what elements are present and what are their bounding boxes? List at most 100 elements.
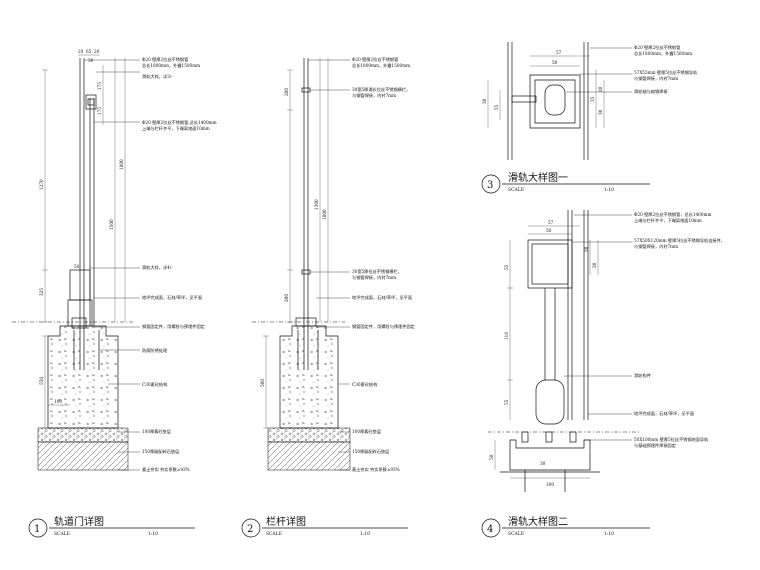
dim-label: 50 (74, 264, 80, 269)
dim-label: 55 (494, 104, 499, 110)
note: 57X55mm 壁厚5拉丝不锈钢导轨 (634, 69, 698, 76)
dim-label: 200 (284, 294, 289, 302)
note: 50X100mm 壁厚5拉丝不锈钢地面导轨 (634, 436, 709, 443)
note: 100厚素砼垫层 (352, 428, 381, 435)
note: Φ20 壁厚2拉丝不锈钢管，总长1400mm (634, 211, 711, 218)
detail-3-dimensions: 57 50 30 55 35 20 30 (482, 50, 603, 115)
dim-label: 500 (260, 379, 265, 387)
dim-label: 1500 (109, 219, 114, 230)
note: C30素砼结构 (352, 381, 377, 388)
note: 钢管固定件，用螺栓与预埋件固定 (142, 323, 205, 330)
detail-4-notes: Φ20 壁厚2拉丝不锈钢管，总长1400mm 上端与栏杆齐平，下端离地面10mm… (634, 211, 725, 449)
dim-label: 30 (598, 109, 603, 115)
scale-value: 1:10 (148, 531, 158, 537)
note: 30宽5厚拉丝不锈钢横栏， (352, 268, 402, 275)
scale-label: SCALE (508, 187, 524, 193)
scale-label: SCALE (54, 531, 70, 537)
detail-1-dimensions: 20 65 20 30 1270 1500 1800 175 175 325 5… (39, 49, 124, 404)
detail-1-drawing (12, 54, 140, 471)
note: 滑轨大样，详4/- (142, 264, 173, 271)
note: 滑轮轴与扁钢焊接 (634, 88, 668, 95)
note: Φ20 壁厚2拉丝不锈钢管 (142, 56, 188, 63)
note: 150厚级配碎石垫层 (142, 448, 179, 455)
detail-title: 栏杆详图 (266, 515, 306, 528)
detail-3-title-block: 3 滑轨大样图一 SCALE 1:10 (487, 171, 614, 193)
dim-label: 30 (540, 461, 546, 466)
note: C30素砼结构 (142, 381, 167, 388)
dim-label: 100 (54, 399, 62, 404)
dim-label: 30 (482, 98, 487, 104)
detail-2-drawing (252, 58, 351, 471)
note: 上端与栏杆齐平，下端离地面10mm (142, 125, 210, 132)
dim-label: 100 (546, 482, 554, 487)
note: Φ20 壁厚2拉丝不锈钢管 (634, 44, 680, 51)
note: 滑轨大样，详3/- (142, 73, 173, 80)
note: 总长1800mm，外露1500mm (634, 50, 692, 57)
note: 上端与栏杆齐平，下端离地面10mm (634, 217, 702, 224)
note: 素土夯实 夯实系数≥93% (352, 466, 400, 473)
note: 与钢管焊接，内衬7mm (634, 243, 678, 250)
dim-label: 55 (504, 264, 509, 270)
note: 与基础预埋件焊接固定 (634, 442, 676, 449)
note: 地坪完成面，石材/草坪，见平面 (142, 294, 202, 301)
dim-label: 57 (548, 220, 554, 225)
detail-number: 4 (487, 524, 493, 535)
dim-label: 55 (504, 399, 509, 405)
detail-4-drawing (481, 210, 650, 538)
dim-label: 1300 (314, 199, 319, 210)
note: 滑轮构件 (634, 372, 651, 379)
dim-label: 20 (584, 246, 589, 252)
dim-label: 200 (284, 88, 289, 96)
dim-label: 1800 (322, 209, 327, 220)
detail-title: 滑轨大样图二 (508, 515, 568, 528)
dim-label: 50 (546, 228, 552, 233)
dim-label: 20 (94, 49, 100, 54)
dim-label: 110 (504, 332, 509, 340)
detail-3-drawing (481, 42, 650, 194)
detail-2-dimensions: 200 1300 1800 200 500 (260, 88, 327, 387)
note: Φ20 壁厚2拉丝不锈钢管 (352, 56, 398, 63)
dim-label: 175 (97, 107, 102, 115)
note: 钢管固定件，用螺栓与预埋件固定 (352, 323, 415, 330)
dim-label: 30 (88, 58, 94, 63)
dim-label: 550 (39, 377, 44, 385)
detail-1-notes: Φ20 壁厚2拉丝不锈钢管 总长1800mm，外露1500mm 滑轨大样，详3/… (142, 56, 217, 473)
scale-label: SCALE (266, 531, 282, 537)
dim-label: 57 (556, 50, 562, 55)
dim-label: 175 (97, 82, 102, 90)
dim-label: 20 (598, 86, 603, 92)
detail-number: 3 (487, 180, 493, 191)
scale-label: SCALE (508, 531, 524, 537)
note: 总长1800mm，外露1500mm (352, 62, 410, 69)
note: 总长1800mm，外露1500mm (142, 62, 200, 69)
detail-2-notes: Φ20 壁厚2拉丝不锈钢管 总长1800mm，外露1500mm 30宽5厚通长拉… (352, 56, 415, 473)
scale-value: 1:10 (604, 531, 614, 537)
note: 30宽5厚通长拉丝不锈钢横栏， (352, 86, 410, 93)
note: 57X50X120mm 壁厚5拉丝不锈钢导轨连接件， (634, 237, 725, 244)
detail-number: 1 (34, 524, 40, 535)
detail-4-dimensions: 57 50 20 20 55 110 55 50 100 30 (489, 220, 597, 487)
detail-2-title-block: 2 栏杆详图 SCALE 1:10 (241, 515, 408, 538)
dim-label: 20 (592, 262, 597, 268)
note: 与钢管焊接，内衬7mm (352, 274, 396, 281)
dim-label: 50 (552, 60, 558, 65)
detail-4-title-block: 4 滑轨大样图二 SCALE 1:10 (487, 515, 614, 537)
note: 150厚级配碎石垫层 (352, 448, 389, 455)
note: 100厚素砼垫层 (142, 428, 171, 435)
scale-value: 1:10 (604, 187, 614, 193)
scale-value: 1:10 (360, 531, 370, 537)
detail-number: 2 (247, 524, 253, 535)
note: 与钢管焊接，内衬7mm (352, 92, 396, 99)
note: 素土夯实 夯实系数≥93% (142, 466, 190, 473)
dim-label: 50 (489, 454, 494, 460)
note: 与钢管焊接，内衬7mm (634, 75, 678, 82)
note: 防腐防锈处理 (142, 347, 168, 354)
note: Φ20 壁厚2拉丝不锈钢管,总长1400mm (142, 119, 217, 126)
detail-3-notes: Φ20 壁厚2拉丝不锈钢管 总长1800mm，外露1500mm 57X55mm … (634, 44, 698, 95)
note: 地坪完成面，石材/草坪，见平面 (634, 410, 694, 417)
note: 地坪完成面，石材/草坪，见平面 (352, 294, 412, 301)
dim-label: 1270 (39, 179, 44, 190)
dim-label: 65 (86, 49, 92, 54)
dim-label: 1800 (119, 159, 124, 170)
